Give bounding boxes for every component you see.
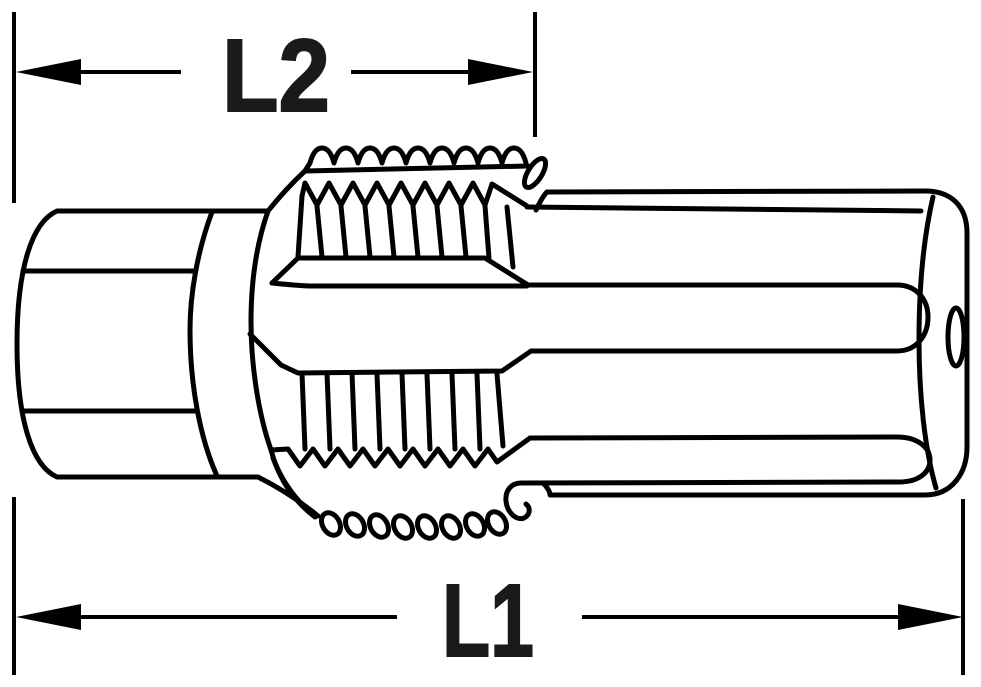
threaded-section [247,145,931,541]
flank-line [295,193,305,260]
flank-line [374,371,383,452]
top-flute-lower-edge [269,280,530,289]
dimension-l1: L1 [16,562,963,679]
l1-label: L1 [442,563,534,678]
flank-line [349,370,358,452]
last-tooth-oval [521,156,549,190]
flank-line [449,371,458,452]
flank-line [386,203,397,260]
crest-loop [485,509,509,537]
flank-line [458,203,469,260]
bottom-crest-loops [319,509,509,541]
bottom-thread-flanks [299,370,506,452]
shank [503,188,970,522]
crest-loop [463,511,487,539]
flank-line [362,203,373,260]
flank-line [424,371,433,452]
flank-line [299,370,308,452]
central-body-band [247,282,931,376]
drive-collar-arc [187,209,220,479]
crest-loop [415,513,439,541]
flank-line [434,203,445,260]
shank-neck-line [524,204,924,214]
crest-loop [391,513,415,541]
extension-lines [12,12,965,675]
crest-loop [343,511,367,539]
flank-line [399,371,408,452]
flank-line [504,204,516,270]
crest-loop [439,513,463,541]
thread-root-line [302,163,531,174]
shank-end-hole [945,305,967,369]
flank-line [482,203,492,261]
bottom-thread-zigzag [268,435,533,469]
l2-left-arrowhead [16,59,81,85]
shank-bottom-band [503,434,933,522]
dimension-l2: L2 [16,17,533,134]
end-face-arc [916,194,939,491]
crest-loop [319,510,343,538]
square-drive-end [14,208,271,480]
top-thread-zigzag [299,180,530,209]
crest-loop [367,512,391,540]
flank-line [324,370,333,452]
crest-profile-top [265,145,529,214]
flank-line [494,371,506,449]
l1-left-arrowhead [16,604,81,630]
flank-line [474,371,483,452]
bottom-chamfer-curve [255,474,321,519]
l1-right-arrowhead [898,604,963,630]
l2-right-arrowhead [468,59,533,85]
flank-line [314,203,325,260]
flank-line [338,203,349,260]
shank-outline [540,188,970,498]
top-flute-upper-edge [269,255,531,288]
top-thread-flanks [295,193,516,270]
flank-line [410,203,421,260]
l2-label: L2 [222,18,330,133]
drive-end-outline [14,208,271,480]
